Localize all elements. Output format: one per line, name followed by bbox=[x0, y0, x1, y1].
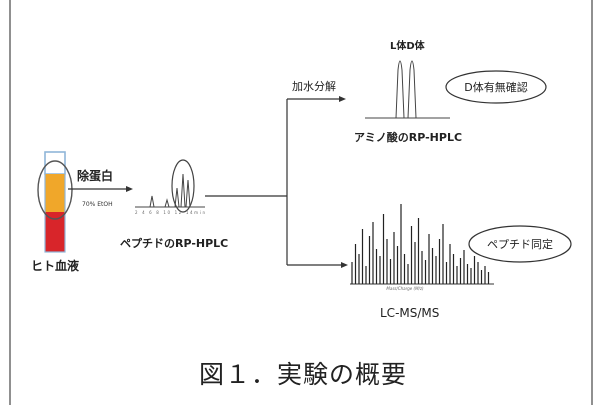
ms-spectrum bbox=[350, 204, 494, 285]
amino-acid-hplc-label: アミノ酸のRP-HPLC bbox=[354, 130, 462, 144]
deproteinize-arrowhead bbox=[126, 186, 133, 192]
serum-circle bbox=[37, 160, 73, 220]
peptide-peak bbox=[185, 179, 191, 208]
deproteinize-label: 除蛋白 bbox=[77, 168, 113, 183]
blood-tube-label: ヒト血液 bbox=[31, 258, 79, 273]
d-check-label: D体有無確認 bbox=[464, 80, 527, 94]
peptide-id-bubble bbox=[468, 225, 572, 263]
tube-outline bbox=[44, 151, 66, 253]
blood-tube bbox=[37, 151, 73, 253]
l-peak bbox=[395, 60, 405, 119]
peptide-peak bbox=[174, 187, 180, 208]
peptide-peak bbox=[149, 195, 155, 208]
figure-caption: 図１．実験の概要 bbox=[198, 360, 407, 389]
lcms-label: LC-MS/MS bbox=[380, 306, 439, 320]
d-check-bubble bbox=[445, 70, 547, 104]
hydrolysis-label: 加水分解 bbox=[292, 79, 336, 93]
peptide-axis-ticks: 2 4 6 8 10 12 14min bbox=[135, 210, 205, 215]
lcms-arrowhead bbox=[341, 262, 348, 268]
peptide-peak bbox=[180, 173, 186, 208]
peptide-peak-circle bbox=[171, 159, 195, 213]
amino-acid-chromatogram bbox=[365, 60, 450, 119]
peptide-chromatogram: 2 4 6 8 10 12 14min bbox=[135, 159, 205, 215]
tube-serum bbox=[45, 174, 65, 212]
d-peak bbox=[407, 60, 417, 119]
tube-blood bbox=[45, 212, 65, 252]
hydrolysis-arrowhead bbox=[339, 96, 346, 102]
deproteinize-condition: 70% EtOH bbox=[82, 201, 113, 208]
ms-xlabel: Mass/Charge (M/z) bbox=[386, 286, 424, 291]
peptide-hplc-label: ペプチドのRP-HPLC bbox=[120, 236, 228, 250]
peptide-peak bbox=[164, 198, 170, 208]
amino-acid-peak-labels: L体D体 bbox=[390, 39, 426, 52]
peptide-id-label: ペプチド同定 bbox=[487, 237, 553, 251]
